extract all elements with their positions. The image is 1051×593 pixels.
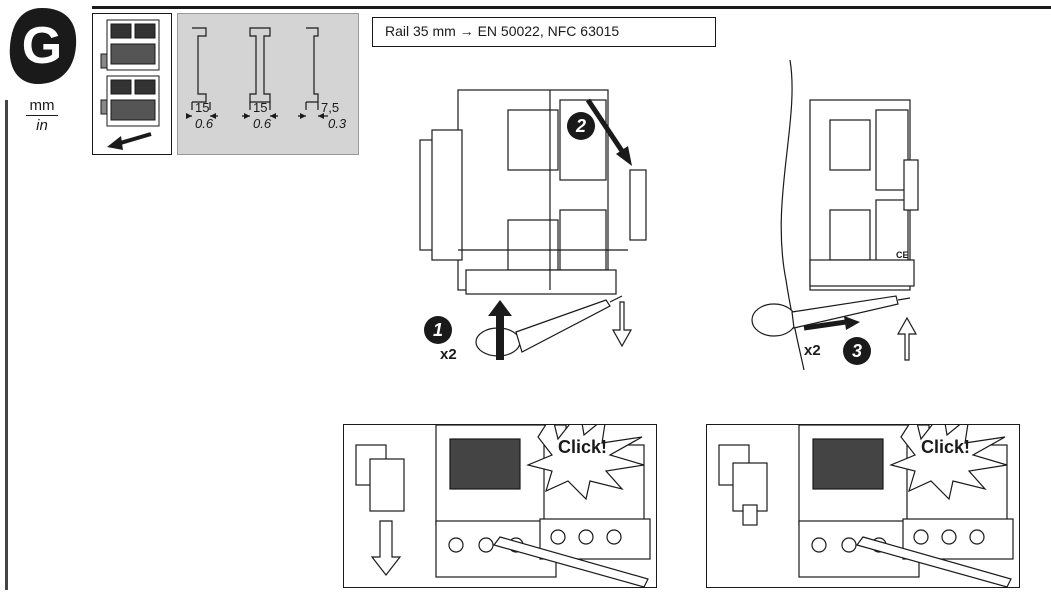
badge-shape [9,8,77,84]
step-1-badge: 1 [424,316,452,344]
section-letter: G [21,17,63,75]
click-detail-panel-left: Click! [343,424,657,588]
rail-1-mm: 15 [195,100,210,115]
rail-1-in: 0.6 [195,116,214,131]
rail-2-mm: 15 [253,100,268,115]
rail-profile-drawings [186,27,328,119]
rail-3-in: 0.3 [328,116,347,131]
contactor-stack-illustration [100,19,160,150]
rail-spec-label: Rail 35 mm → EN 50022, NFC 63015 [372,17,716,47]
unit-divider [26,115,58,116]
click-detail-illustration-left [355,425,651,587]
section-badge: G [6,6,78,86]
step-1-multiplier: x2 [440,346,457,363]
ce-mark: CE [896,250,909,260]
unit-imperial: in [36,117,48,134]
step-2-badge: 2 [567,112,595,140]
left-margin-rule [5,100,8,590]
click-detail-illustration-right [718,425,1014,587]
step-3-badge: 3 [843,337,871,365]
rail-profiles: 15 0.6 15 0.6 7,5 0.3 [177,13,359,155]
top-rule [92,6,1051,9]
rail-3-mm: 7,5 [321,100,340,115]
click-label-left: Click! [558,437,608,457]
unit-metric: mm [29,97,55,114]
rail-2-in: 0.6 [253,116,272,131]
click-label-right: Click! [921,437,971,457]
step-3-multiplier: x2 [804,342,821,359]
thumbnail-contactors [92,13,172,155]
contactor-side-view-right [751,59,919,371]
click-detail-panel-right: Click! [706,424,1020,588]
